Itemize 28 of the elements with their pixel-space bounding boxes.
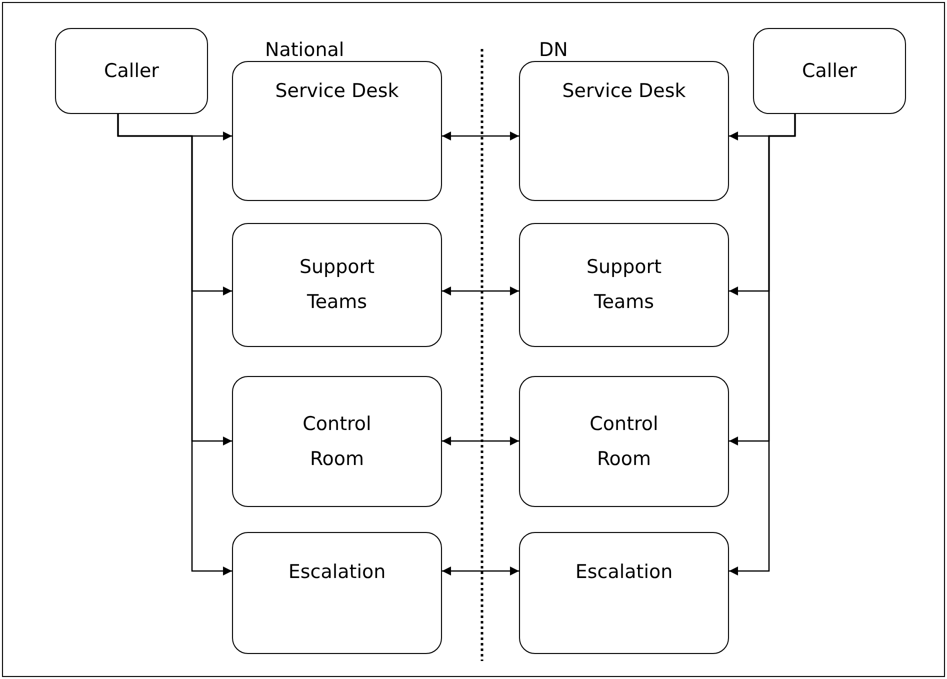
box-label: Support Teams [585,255,663,315]
process-box [519,532,729,654]
box-label: Control Room [588,412,660,472]
arrow [442,566,519,576]
process-box [753,28,906,114]
box-label: Caller [104,58,159,84]
box-label: Service Desk [562,79,686,104]
arrow [442,286,519,296]
box-label: Support Teams [298,255,376,315]
process-box [519,376,729,507]
box-label: Escalation [288,560,386,585]
box-label: Caller [802,58,857,84]
arrow [729,114,796,576]
column-heading: DN [539,39,568,61]
box-label: Escalation [575,560,673,585]
box-label: Service Desk [275,79,399,104]
arrow [442,436,519,446]
arrow [442,132,519,140]
process-box [232,376,442,507]
box-label: Control Room [302,412,372,472]
process-box [519,223,729,347]
process-box [232,223,442,347]
process-box [519,61,729,201]
column-heading: National [265,39,344,61]
arrow [117,114,232,576]
process-box [232,532,442,654]
process-box [55,28,208,114]
process-box [232,61,442,201]
